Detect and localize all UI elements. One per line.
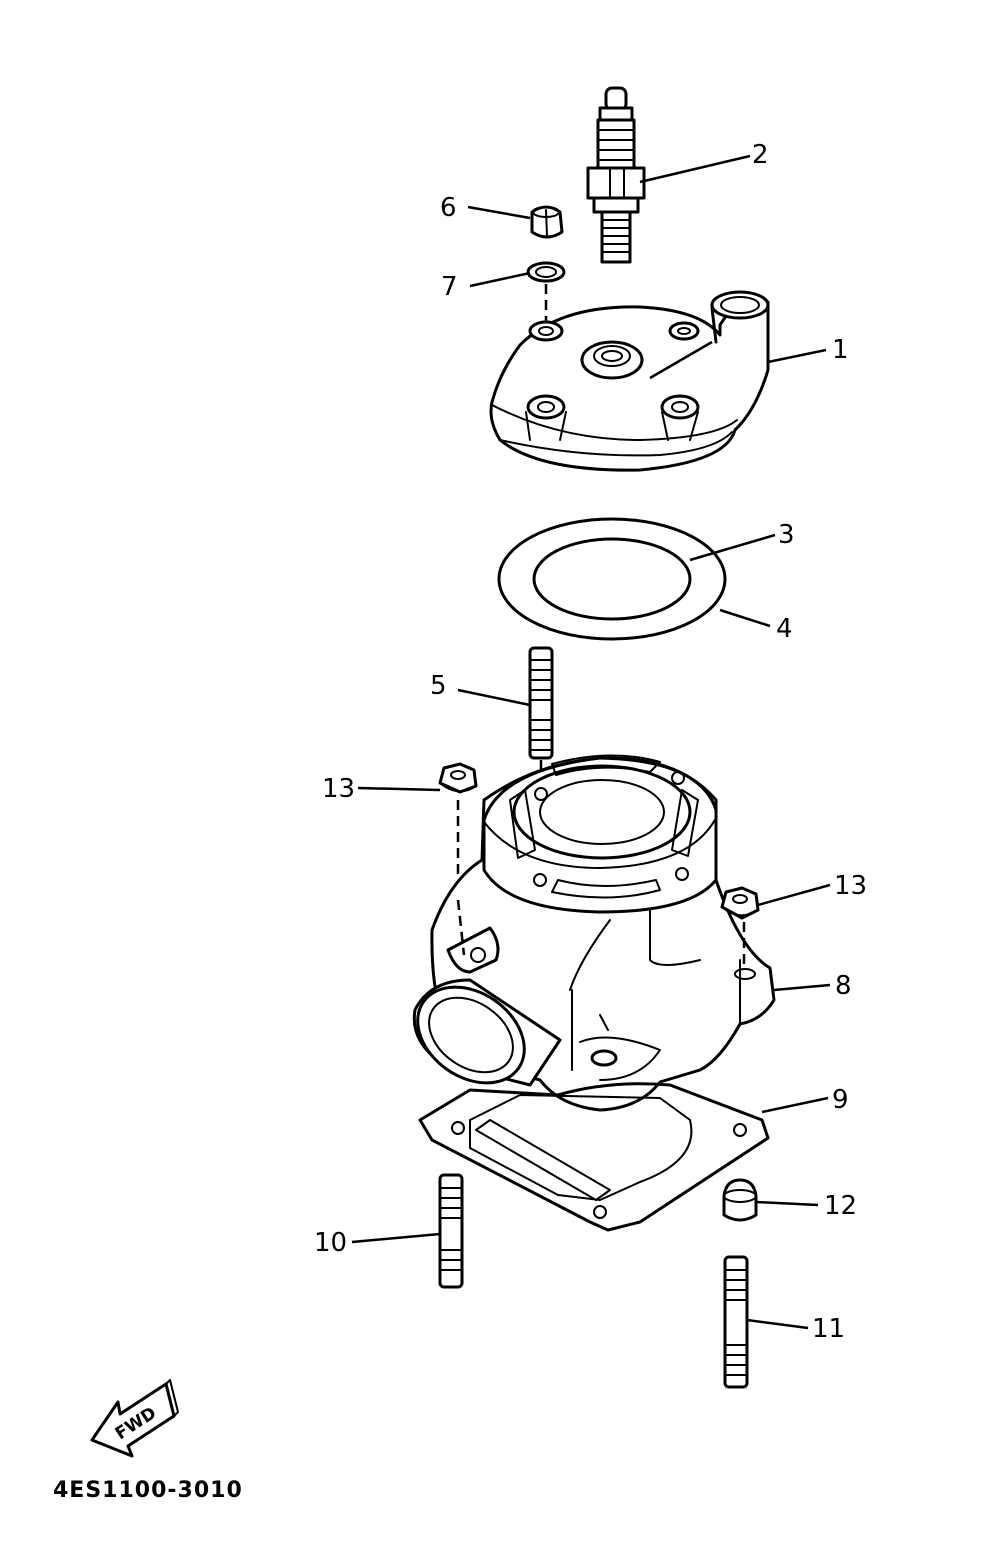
callout-9: 9 [832, 1085, 849, 1115]
callout-1: 1 [832, 335, 849, 365]
callout-5: 5 [430, 671, 447, 701]
callout-4: 4 [776, 614, 793, 644]
callout-2: 2 [752, 140, 769, 170]
drawing-code: 4ES1100-3010 [53, 1478, 243, 1503]
callout-labels: 2 6 7 1 3 4 5 13 13 8 9 12 10 11 [314, 140, 867, 1344]
cylinder [412, 754, 776, 1112]
callout-10: 10 [314, 1228, 347, 1258]
dowel-pin [722, 1178, 758, 1222]
callout-11: 11 [812, 1314, 845, 1344]
fwd-arrow-icon: FWD [90, 1379, 179, 1458]
flange-nut-left [438, 762, 478, 956]
callout-13-left: 13 [322, 774, 355, 804]
leader-lines [351, 154, 831, 1330]
callout-12: 12 [824, 1191, 857, 1221]
stud-bolt-11 [723, 1255, 749, 1389]
spark-plug [586, 86, 646, 264]
callout-3: 3 [778, 520, 795, 550]
cap-nut [530, 205, 564, 239]
callout-7: 7 [441, 272, 458, 302]
base-gasket [418, 1082, 770, 1232]
head-gasket [497, 517, 727, 641]
washer [526, 261, 566, 322]
callout-8: 8 [835, 971, 852, 1001]
cylinder-head [489, 290, 770, 472]
stud-bolt-10 [438, 1173, 464, 1289]
stud-bolt-5 [528, 646, 554, 792]
flange-nut-right [720, 886, 760, 968]
callout-6: 6 [440, 193, 457, 223]
callout-13-right: 13 [834, 871, 867, 901]
